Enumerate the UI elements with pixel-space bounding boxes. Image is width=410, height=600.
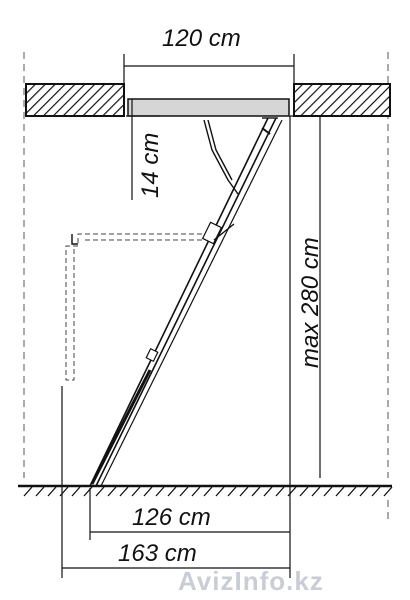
- hatch-panel: [127, 98, 290, 117]
- hinge-arms: [203, 117, 278, 195]
- ladder-joint-lower: [145, 347, 159, 363]
- floor-footprint-label: 126 cm: [132, 504, 211, 531]
- ceiling: [25, 83, 391, 117]
- ceiling-slab-left: [25, 83, 125, 117]
- ceiling-slab-right: [293, 83, 391, 117]
- floor-footprint-dimension: [89, 478, 291, 540]
- ladder-joint-upper: [201, 221, 223, 245]
- total-clearance-label: 163 cm: [118, 540, 197, 567]
- watermark: AvizInfo.kz: [178, 566, 324, 596]
- max-height-dimension: [289, 115, 330, 478]
- floor: [18, 484, 393, 497]
- hatch-thickness-dimension: [126, 99, 160, 200]
- hatch-width-dimension: [123, 54, 295, 98]
- hatch-thickness-label: 14 cm: [137, 133, 164, 198]
- outline-hook: [71, 234, 78, 245]
- hatch-width-label: 120 cm: [162, 25, 241, 52]
- max-height-label: max 280 cm: [297, 237, 324, 368]
- folded-outline: [65, 233, 210, 381]
- ladder: [89, 117, 283, 487]
- clearance-guides: [23, 52, 389, 520]
- total-clearance-dimension: [61, 386, 291, 578]
